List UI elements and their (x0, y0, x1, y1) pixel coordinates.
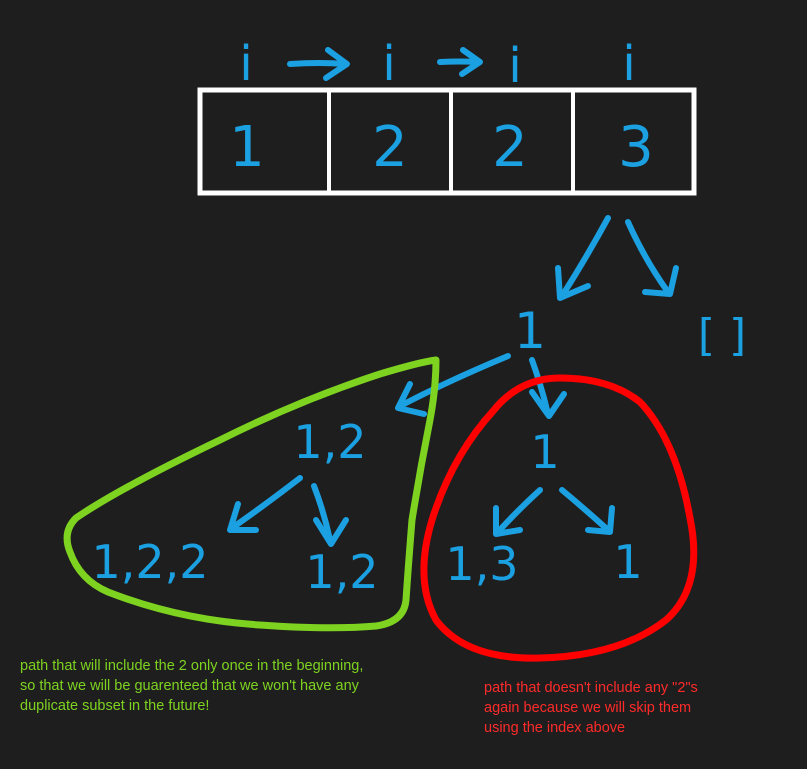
array-cell-4: 3 (618, 115, 654, 180)
pointer-label-4: i (622, 36, 635, 92)
arrow-to-leaf-13 (493, 487, 543, 537)
red-path-note: path that doesn't include any "2"s again… (484, 680, 698, 736)
pointer-labels: i i i i (239, 36, 635, 94)
node-1-mid: 1 (530, 425, 559, 479)
arrow-to-node-12 (395, 353, 511, 417)
node-root-right: [ ] (698, 310, 746, 361)
node-root-left: 1 (514, 302, 546, 360)
red-enclosure (420, 374, 698, 662)
array-cell-2: 2 (372, 115, 408, 180)
array-cell-3: 2 (492, 115, 528, 180)
arrow-to-root-left (555, 215, 611, 301)
pointer-arrow-1 (287, 47, 350, 81)
leaf-1-2: 1,2 (305, 545, 378, 599)
array-outline (197, 87, 697, 196)
pointer-arrow-2 (437, 47, 483, 77)
leaf-1-2-2: 1,2,2 (91, 535, 208, 589)
pointer-label-2: i (382, 36, 395, 92)
arrow-to-leaf-122 (227, 475, 303, 533)
green-path-note: path that will include the 2 only once i… (20, 658, 364, 714)
array: 1 2 2 3 (197, 87, 697, 196)
tree-arrows (227, 215, 679, 547)
node-1-2: 1,2 (293, 415, 366, 469)
tree-nodes: 1 [ ] 1,2 1 1,2,2 1,2 1,3 1 (91, 302, 746, 599)
green-enclosure (63, 356, 440, 632)
array-cell-1: 1 (229, 115, 265, 180)
leaf-1: 1 (613, 535, 642, 589)
arrow-to-node-1-mid (529, 357, 567, 419)
arrow-to-leaf-1 (559, 487, 615, 535)
pointer-arrows (287, 47, 483, 81)
pointer-label-3: i (508, 38, 521, 94)
leaf-1-3: 1,3 (445, 537, 518, 591)
arrow-to-root-right (625, 219, 679, 297)
arrow-to-leaf-12 (311, 483, 349, 547)
pointer-label-1: i (239, 36, 252, 92)
